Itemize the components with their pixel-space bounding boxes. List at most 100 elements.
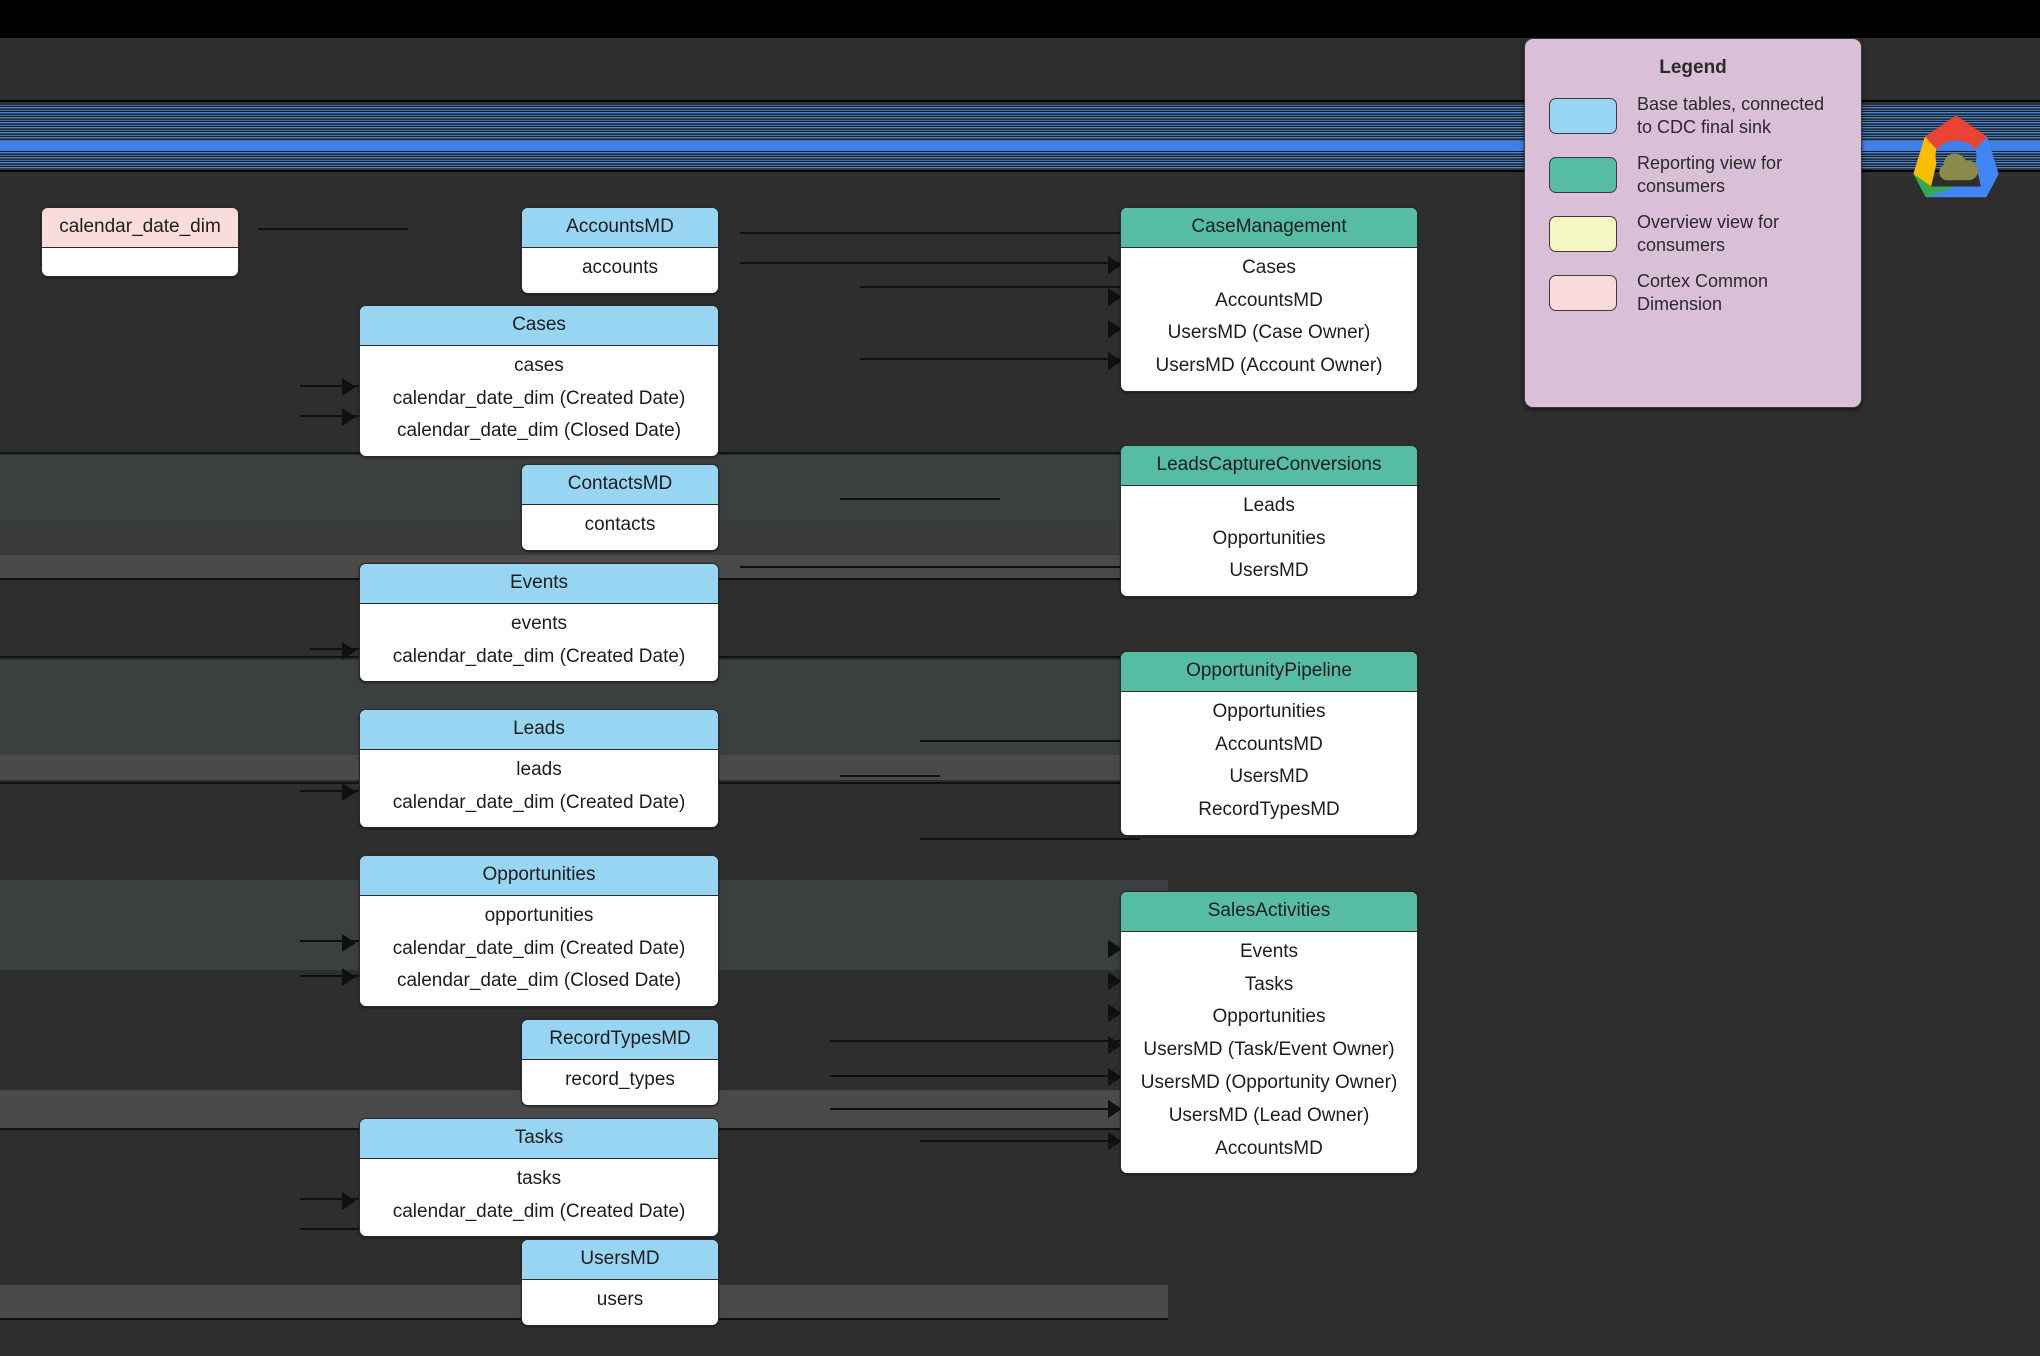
entity-title: RecordTypesMD: [522, 1020, 718, 1060]
entity-box-recordtypesmd[interactable]: RecordTypesMD record_types: [521, 1019, 719, 1106]
entity-field: Opportunities: [1212, 527, 1326, 549]
connector-line: [830, 1108, 1140, 1110]
entity-field: calendar_date_dim (Created Date): [392, 645, 686, 667]
entity-box-casemanagement[interactable]: CaseManagement Cases AccountsMD UsersMD …: [1120, 207, 1418, 393]
entity-field: users: [596, 1288, 644, 1310]
legend-label: Cortex Common Dimension: [1637, 271, 1769, 314]
arrowhead: [1108, 256, 1122, 274]
entity-field: calendar_date_dim (Created Date): [392, 791, 686, 813]
entity-field: UsersMD (Case Owner): [1167, 322, 1371, 344]
entity-field: Opportunities: [1212, 700, 1326, 722]
entity-rows: Leads Opportunities UsersMD: [1121, 486, 1417, 596]
connector-line: [740, 262, 1140, 264]
entity-field: calendar_date_dim (Created Date): [392, 387, 686, 409]
connector-line: [830, 1075, 1140, 1077]
arrowhead: [1108, 972, 1122, 990]
entity-box-salesactivities[interactable]: SalesActivities Events Tasks Opportuniti…: [1120, 891, 1418, 1175]
arrowhead: [1108, 940, 1122, 958]
entity-title: Cases: [360, 306, 718, 346]
entity-field: accounts: [581, 256, 659, 278]
arrowhead: [342, 642, 356, 660]
entity-box-cases[interactable]: Cases cases calendar_date_dim (Created D…: [359, 305, 719, 458]
entity-box-events[interactable]: Events events calendar_date_dim (Created…: [359, 563, 719, 683]
entity-box-accountsmd[interactable]: AccountsMD accounts: [521, 207, 719, 294]
entity-rows: events calendar_date_dim (Created Date): [360, 604, 718, 682]
arrowhead: [1108, 352, 1122, 370]
entity-box-contactsmd[interactable]: ContactsMD contacts: [521, 464, 719, 551]
connector-line: [740, 232, 1140, 234]
streak-line: [0, 170, 2040, 172]
entity-rows: cases calendar_date_dim (Created Date) c…: [360, 346, 718, 456]
arrowhead: [1108, 1068, 1122, 1086]
arrowhead: [1108, 1100, 1122, 1118]
entity-rows: [42, 248, 238, 276]
connector-line: [300, 1228, 410, 1230]
entity-field: AccountsMD: [1215, 733, 1323, 755]
top-black-bar: [0, 0, 2040, 38]
legend-swatch-cortex-dimension: [1549, 274, 1617, 311]
entity-field: Tasks: [1244, 973, 1294, 995]
entity-title: AccountsMD: [522, 208, 718, 248]
connector-line: [920, 1140, 1140, 1142]
arrowhead: [1108, 1004, 1122, 1022]
entity-field: tasks: [516, 1167, 562, 1189]
arrowhead: [1108, 1036, 1122, 1054]
entity-rows: record_types: [522, 1060, 718, 1105]
arrowhead: [342, 1192, 356, 1210]
entity-box-leads[interactable]: Leads leads calendar_date_dim (Created D…: [359, 709, 719, 829]
legend-label: Overview view for consumers: [1637, 212, 1780, 255]
legend-title: Legend: [1659, 57, 1727, 78]
entity-box-calendar_date_dim[interactable]: calendar_date_dim: [41, 207, 239, 277]
legend-item-base-tables: Base tables, connected to CDC final sink: [1549, 93, 1861, 138]
entity-title: CaseManagement: [1121, 208, 1417, 248]
entity-field: UsersMD (Lead Owner): [1168, 1104, 1370, 1126]
blue-streak-solid: [0, 141, 2040, 151]
connector-line: [840, 498, 1000, 500]
legend-swatch-base-tables: [1549, 97, 1617, 134]
arrowhead: [342, 968, 356, 986]
entity-title: UsersMD: [522, 1240, 718, 1280]
legend-swatch-overview-view: [1549, 215, 1617, 252]
entity-field: Cases: [1242, 256, 1296, 278]
entity-title: Opportunities: [360, 856, 718, 896]
entity-title: LeadsCaptureConversions: [1121, 446, 1417, 486]
legend-item-cortex-dimension: Cortex Common Dimension: [1549, 270, 1861, 315]
entity-rows: Opportunities AccountsMD UsersMD RecordT…: [1121, 692, 1417, 835]
legend-panel: Legend Base tables, connected to CDC fin…: [1524, 38, 1862, 408]
connector-line: [920, 740, 1140, 742]
entity-box-leadscaptureconversions[interactable]: LeadsCaptureConversions Leads Opportunit…: [1120, 445, 1418, 598]
entity-field: events: [511, 612, 567, 634]
arrowhead: [342, 934, 356, 952]
entity-box-opportunities[interactable]: Opportunities opportunities calendar_dat…: [359, 855, 719, 1008]
entity-field: calendar_date_dim (Created Date): [392, 937, 686, 959]
legend-label: Reporting view for consumers: [1637, 153, 1783, 196]
entity-title: Tasks: [360, 1119, 718, 1159]
connector-line: [258, 228, 408, 230]
arrowhead: [1108, 320, 1122, 338]
entity-field: UsersMD (Task/Event Owner): [1143, 1039, 1395, 1061]
entity-field: UsersMD (Opportunity Owner): [1140, 1072, 1398, 1094]
entity-field: AccountsMD: [1215, 289, 1323, 311]
entity-title: Leads: [360, 710, 718, 750]
legend-label: Base tables, connected to CDC final sink: [1637, 94, 1825, 137]
entity-field: contacts: [584, 513, 656, 535]
entity-rows: contacts: [522, 505, 718, 550]
arrowhead: [342, 783, 356, 801]
legend-item-reporting-view: Reporting view for consumers: [1549, 152, 1861, 197]
entity-title: SalesActivities: [1121, 892, 1417, 932]
arrowhead: [342, 408, 356, 426]
entity-rows: accounts: [522, 248, 718, 293]
arrowhead: [342, 378, 356, 396]
entity-box-tasks[interactable]: Tasks tasks calendar_date_dim (Created D…: [359, 1118, 719, 1238]
entity-field: record_types: [565, 1068, 675, 1090]
connector-line: [740, 566, 1140, 568]
entity-title: Events: [360, 564, 718, 604]
entity-rows: tasks calendar_date_dim (Created Date): [360, 1159, 718, 1237]
entity-box-opportunitypipeline[interactable]: OpportunityPipeline Opportunities Accoun…: [1120, 651, 1418, 837]
connector-line: [860, 286, 1140, 288]
entity-box-usersmd[interactable]: UsersMD users: [521, 1239, 719, 1326]
entity-field: AccountsMD: [1215, 1137, 1323, 1159]
entity-title: ContactsMD: [522, 465, 718, 505]
entity-field: Leads: [1243, 494, 1295, 516]
entity-field: opportunities: [484, 904, 594, 926]
